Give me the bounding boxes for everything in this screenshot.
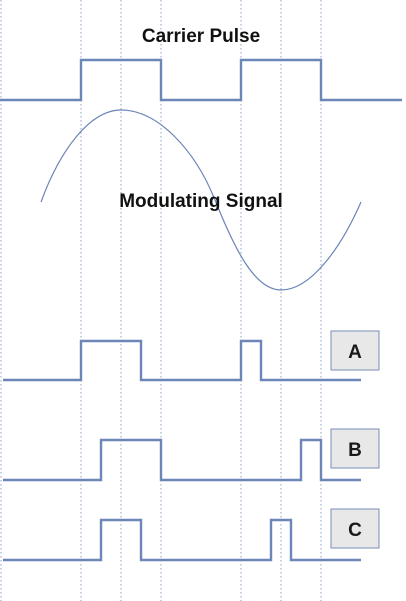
waveform-a (3, 339, 361, 382)
waveform-b (3, 438, 361, 482)
label-box-c (330, 508, 380, 549)
modulating-signal-waveform (40, 109, 362, 291)
waveform-c (3, 518, 361, 562)
carrier-pulse-title: Carrier Pulse (142, 26, 260, 47)
label-c: C (348, 520, 362, 541)
modulating-signal-title: Modulating Signal (119, 191, 283, 212)
label-box-b (330, 428, 380, 469)
label-b: B (348, 440, 362, 461)
label-a: A (348, 342, 362, 363)
carrier-pulse-waveform (0, 58, 402, 102)
label-box-a (330, 330, 380, 371)
